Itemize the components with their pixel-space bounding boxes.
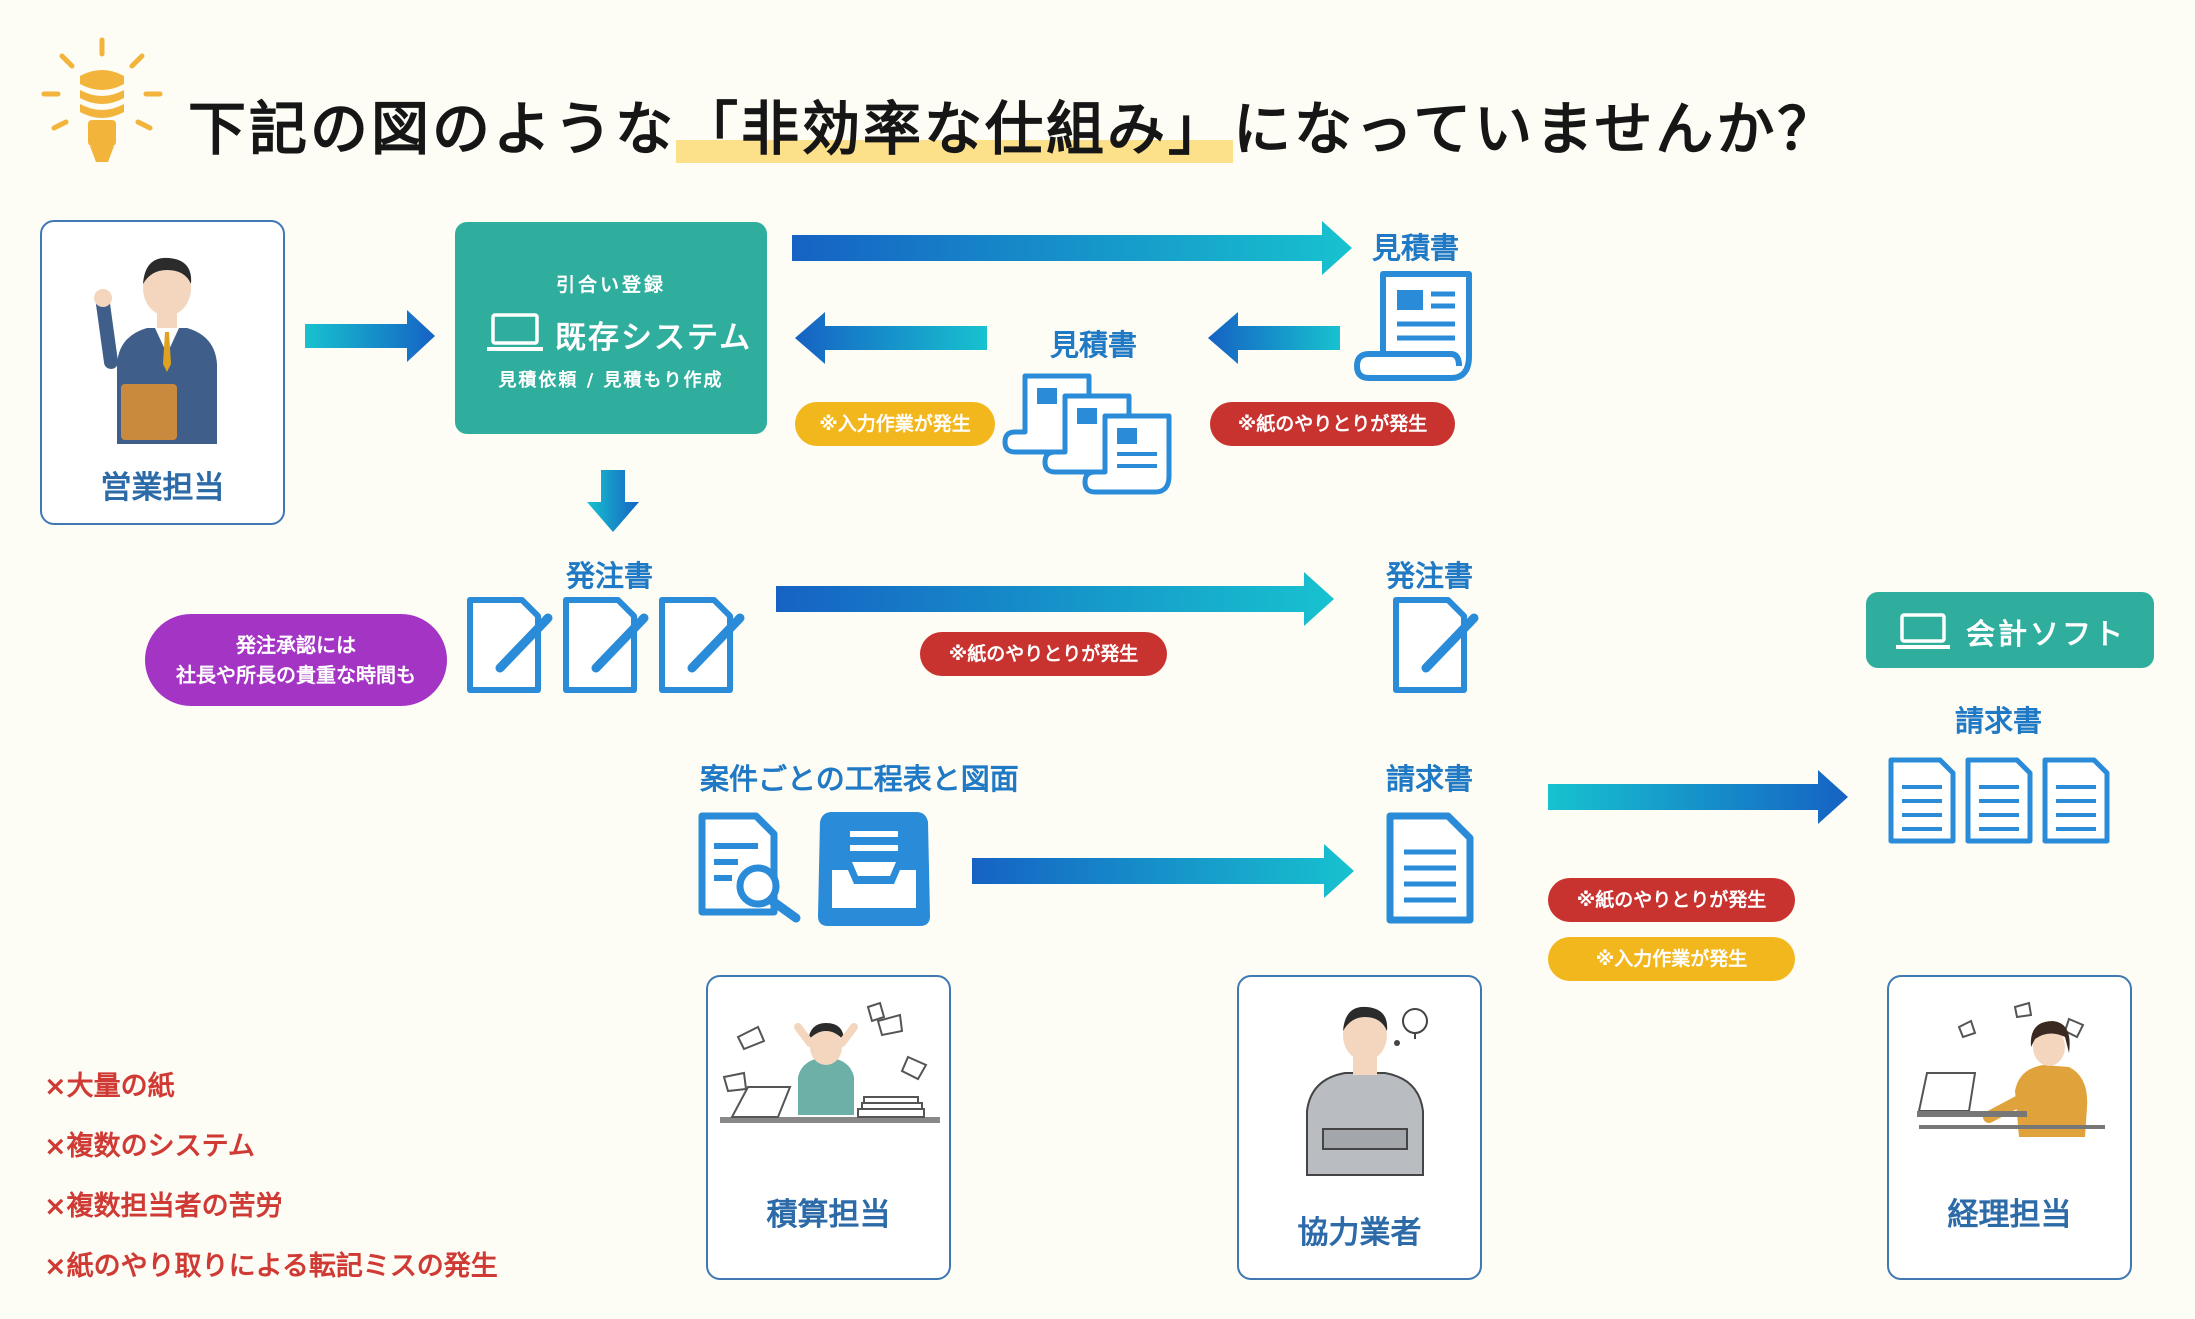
arrow-order-to-partner bbox=[776, 572, 1334, 626]
problem-item: ×紙のやり取りによる転記ミスの発生 bbox=[44, 1251, 498, 1282]
salesperson-illustration bbox=[94, 257, 217, 444]
invoice-label-right: 請求書 bbox=[1955, 704, 2043, 738]
page-title: 下記の図のような「非効率な仕組み」になっていませんか？ bbox=[188, 95, 1839, 163]
accountant-illustration bbox=[1917, 1001, 2105, 1137]
order-label-left: 発注書 bbox=[566, 559, 654, 593]
problem-item: ×大量の紙 bbox=[44, 1071, 175, 1102]
approval-badge: 発注承認には 社長や所長の貴重な時間も bbox=[145, 614, 447, 706]
document-search-icon bbox=[698, 812, 801, 923]
title-highlight: 「非効率な仕組み」 bbox=[676, 95, 1234, 163]
arrow-system-down bbox=[587, 470, 639, 532]
arrow-drawings-to-partner bbox=[972, 844, 1354, 898]
arrow-center-to-system bbox=[795, 312, 987, 364]
invoices-right-icon bbox=[1888, 757, 2110, 844]
accounting-card: 経理担当 bbox=[1887, 975, 2132, 1280]
arrow-invoice-to-accounting bbox=[1548, 770, 1848, 824]
invoice-center-icon bbox=[1386, 812, 1474, 924]
badge-input-2: ※入力作業が発生 bbox=[1548, 937, 1795, 981]
drawing-tray-icon bbox=[818, 812, 930, 926]
system-name: 既存システム bbox=[555, 320, 753, 356]
sales-label: 営業担当 bbox=[100, 470, 225, 506]
stressed-estimator-illustration bbox=[720, 1001, 940, 1123]
software-name: 会計ソフト bbox=[1966, 617, 2127, 651]
system-top-label: 引合い登録 bbox=[555, 274, 666, 296]
laptop-icon bbox=[1896, 613, 1950, 649]
problem-item: ×複数のシステム bbox=[44, 1131, 255, 1162]
stacked-estimates-icon bbox=[1002, 373, 1172, 495]
arrow-system-to-estimate bbox=[792, 221, 1352, 275]
system-bottom-label: 見積依頼 / 見積もり作成 bbox=[498, 370, 724, 391]
estimate-label-right: 見積書 bbox=[1372, 231, 1460, 265]
badge-paper-3: ※紙のやりとりが発生 bbox=[1548, 878, 1795, 922]
order-forms-icon bbox=[467, 597, 745, 693]
estimate-label-center: 見積書 bbox=[1050, 328, 1138, 362]
order-form-right-icon bbox=[1393, 597, 1479, 693]
approval-line-2: 社長や所長の貴重な時間も bbox=[176, 663, 416, 687]
accounting-software-box: 会計ソフト bbox=[1866, 592, 2154, 668]
partner-card: 協力業者 bbox=[1237, 975, 1482, 1280]
order-label-right: 発注書 bbox=[1386, 559, 1474, 593]
badge-paper-1: ※紙のやりとりが発生 bbox=[1210, 402, 1455, 446]
schedule-drawings-label: 案件ごとの工程表と図面 bbox=[700, 762, 1019, 796]
estimator-card: 積算担当 bbox=[706, 975, 951, 1280]
sales-card: 営業担当 bbox=[40, 220, 285, 525]
problem-item: ×複数担当者の苦労 bbox=[44, 1191, 283, 1222]
existing-system-box: 引合い登録 既存システム 見積依頼 / 見積もり作成 bbox=[455, 222, 767, 434]
estimator-label: 積算担当 bbox=[766, 1197, 891, 1233]
lightbulb-icon bbox=[41, 37, 163, 162]
partner-label: 協力業者 bbox=[1297, 1215, 1422, 1251]
contractor-illustration bbox=[1306, 1006, 1428, 1176]
arrow-sales-to-system bbox=[305, 310, 435, 362]
arrow-estimate-to-center bbox=[1208, 312, 1340, 364]
invoice-label-center: 請求書 bbox=[1386, 762, 1474, 796]
estimate-scroll-icon bbox=[1354, 271, 1472, 381]
laptop-icon bbox=[487, 313, 543, 351]
approval-line-1: 発注承認には bbox=[236, 633, 356, 657]
accounting-label: 経理担当 bbox=[1947, 1197, 2072, 1233]
badge-paper-2: ※紙のやりとりが発生 bbox=[920, 632, 1167, 676]
badge-input-1: ※入力作業が発生 bbox=[795, 402, 995, 446]
